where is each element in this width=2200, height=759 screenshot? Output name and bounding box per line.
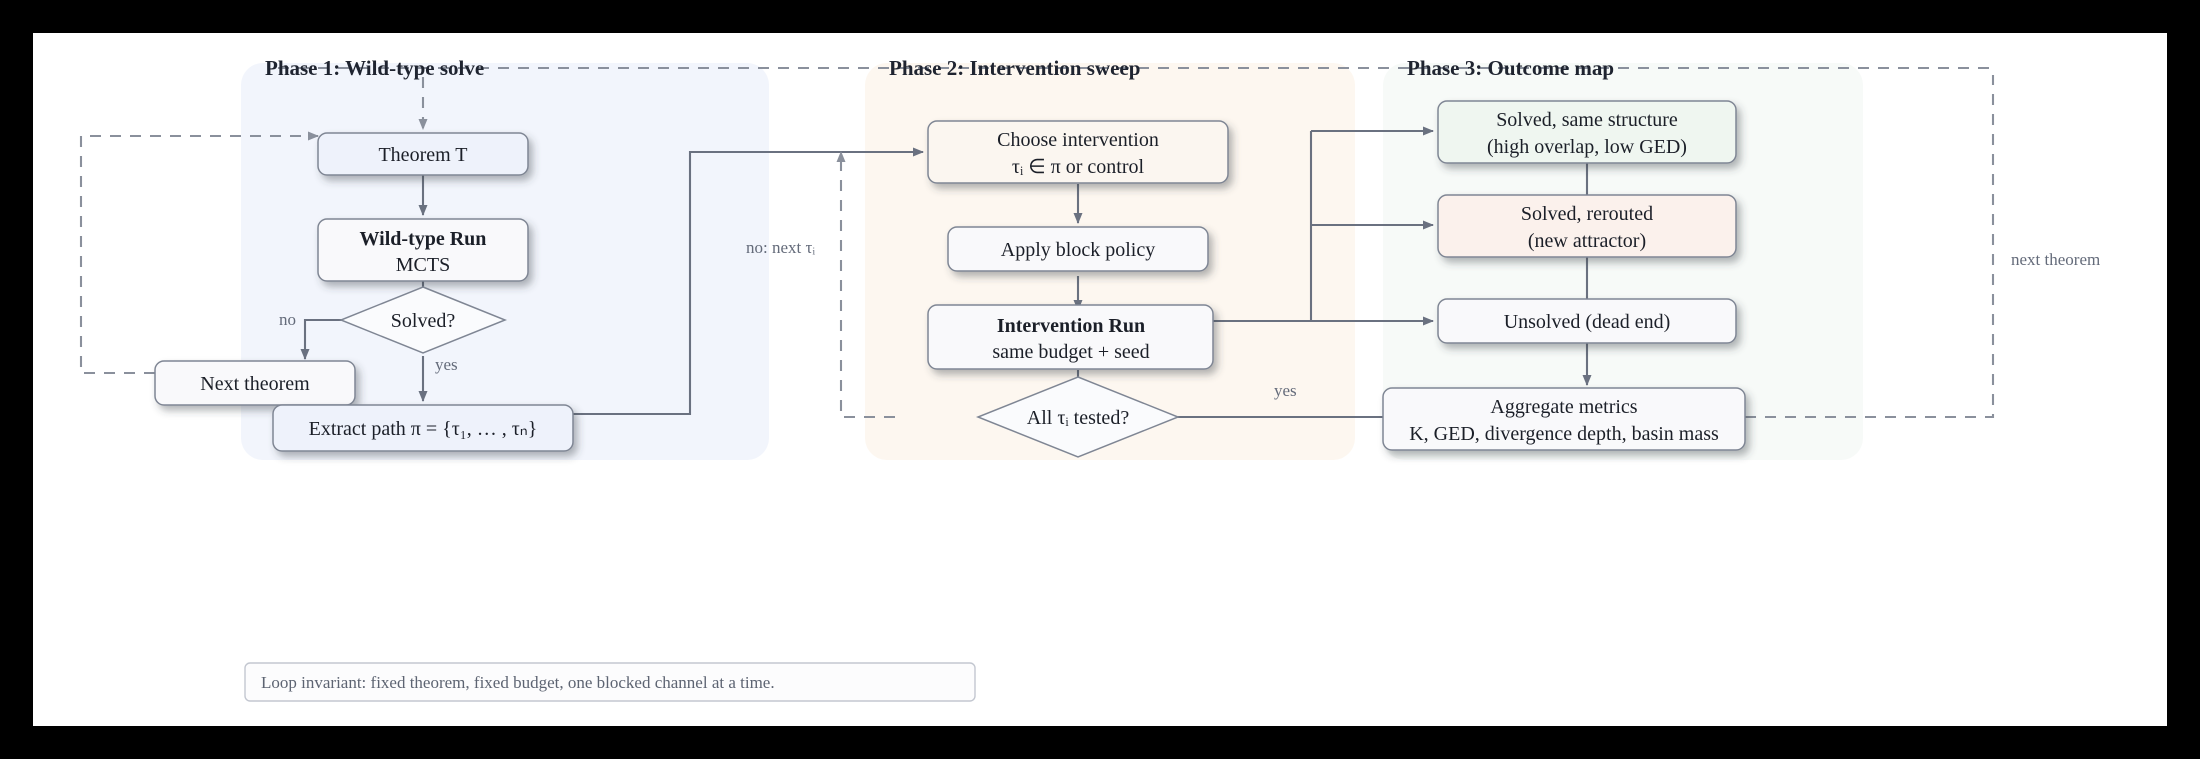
node-intervention-run-title: Intervention Run (997, 315, 1145, 337)
phase3-title: Phase 3: Outcome map (1407, 56, 1614, 80)
phase2-title: Phase 2: Intervention sweep (889, 56, 1140, 80)
node-solved-same-structure-title: Solved, same structure (1496, 109, 1678, 131)
node-theorem[interactable]: Theorem T (317, 132, 529, 176)
node-solved-same-structure-sub: (high overlap, low GED) (1487, 136, 1687, 158)
node-intervention-run[interactable]: Intervention Run same budget + seed (927, 304, 1214, 370)
edge-label-solved-yes: yes (435, 355, 458, 374)
edge-label-solved-no: no (279, 310, 296, 329)
node-solved-rerouted-sub: (new attractor) (1528, 230, 1646, 252)
node-next-theorem-label: Next theorem (200, 373, 310, 395)
node-all-tested-decision[interactable]: All τᵢ tested? (975, 376, 1181, 458)
node-solved-rerouted-title: Solved, rerouted (1521, 203, 1653, 225)
node-next-theorem[interactable]: Next theorem (154, 360, 356, 406)
node-apply-block-policy-label: Apply block policy (1001, 239, 1155, 261)
loop-invariant-text: Loop invariant: fixed theorem, fixed bud… (261, 673, 775, 692)
node-choose-intervention-sub: τᵢ ∈ π or control (1012, 156, 1145, 178)
node-solved-decision[interactable]: Solved? (338, 286, 508, 354)
node-unsolved[interactable]: Unsolved (dead end) (1437, 298, 1737, 344)
node-apply-block-policy[interactable]: Apply block policy (947, 226, 1209, 272)
node-solved-same-structure[interactable]: Solved, same structure (high overlap, lo… (1437, 100, 1737, 164)
node-extract-path-label: Extract path π = {τ₁, … , τₙ} (309, 418, 538, 440)
edge-alltested-no-loop (836, 151, 895, 419)
node-choose-intervention[interactable]: Choose intervention τᵢ ∈ π or control (927, 120, 1229, 184)
node-wildtype-run-sub: MCTS (396, 254, 450, 276)
flowchart-canvas: Phase 1: Wild-type solve Phase 2: Interv… (79, 56, 2100, 702)
node-solved-label: Solved? (391, 310, 456, 332)
node-choose-intervention-title: Choose intervention (997, 129, 1159, 151)
edge-label-alltested-yes: yes (1274, 381, 1297, 400)
node-solved-rerouted[interactable]: Solved, rerouted (new attractor) (1437, 194, 1737, 258)
edge-label-sweep-no-next: no: next τᵢ (746, 238, 815, 257)
phase1-title: Phase 1: Wild-type solve (265, 56, 484, 80)
edge-aggregate-next-theorem (1745, 75, 1995, 419)
node-wildtype-run-title: Wild-type Run (360, 228, 487, 250)
node-aggregate-metrics[interactable]: Aggregate metrics K, GED, divergence dep… (1382, 387, 1746, 451)
node-all-tested-label: All τᵢ tested? (1027, 407, 1130, 429)
edge-label-next-theorem: next theorem (2011, 250, 2100, 269)
node-intervention-run-sub: same budget + seed (992, 341, 1149, 363)
node-aggregate-metrics-sub: K, GED, divergence depth, basin mass (1409, 423, 1719, 445)
loop-invariant-box: Loop invariant: fixed theorem, fixed bud… (244, 662, 976, 702)
node-extract-path[interactable]: Extract path π = {τ₁, … , τₙ} (272, 404, 574, 452)
node-theorem-label: Theorem T (378, 144, 467, 166)
figure-frame: Phase 1: Wild-type solve Phase 2: Interv… (33, 33, 2167, 726)
node-aggregate-metrics-title: Aggregate metrics (1490, 396, 1637, 418)
node-wildtype-run[interactable]: Wild-type Run MCTS (317, 218, 529, 282)
node-unsolved-label: Unsolved (dead end) (1504, 311, 1671, 333)
edge-extractpath-to-choose (573, 147, 924, 416)
